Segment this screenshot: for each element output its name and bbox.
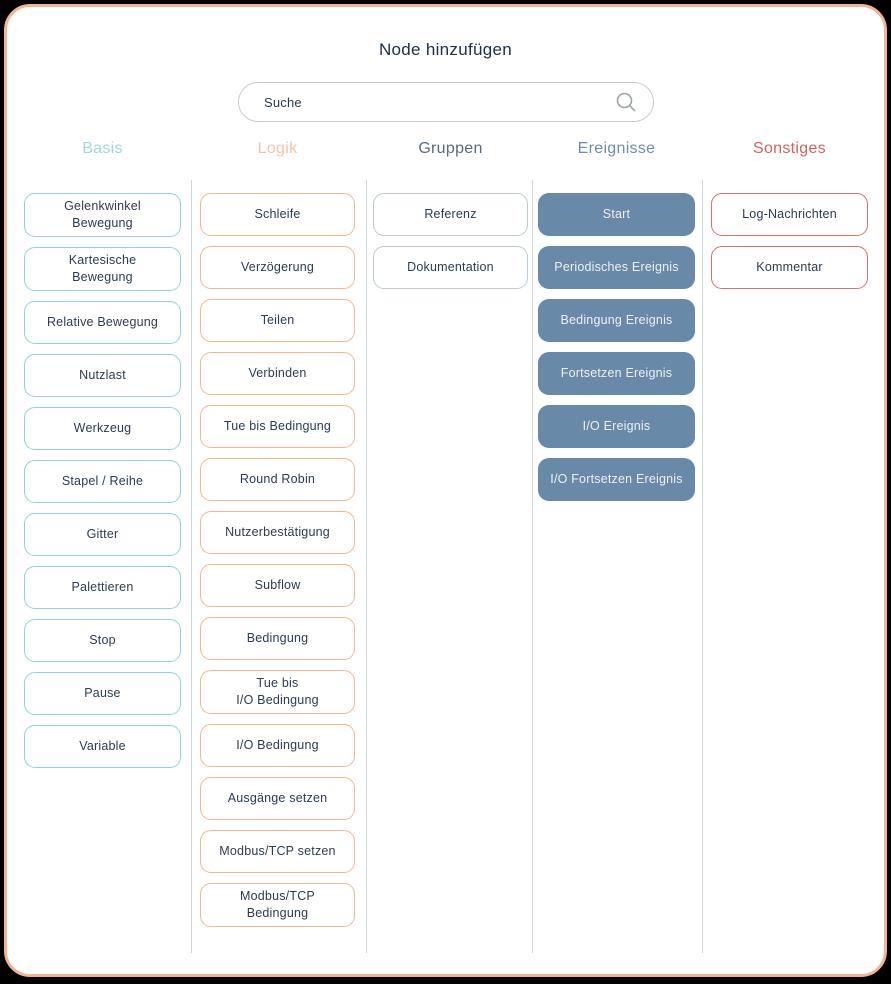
column-divider <box>366 180 367 953</box>
node-button-teilen[interactable]: Teilen <box>200 299 355 342</box>
node-button-stapel-reihe[interactable]: Stapel / Reihe <box>24 460 181 503</box>
bottom-edge <box>0 978 891 984</box>
category-header-gruppen: Gruppen <box>418 140 483 157</box>
node-button-gitter[interactable]: Gitter <box>24 513 181 556</box>
node-button-relative-bewegung[interactable]: Relative Bewegung <box>24 301 181 344</box>
category-header-ereignisse: Ereignisse <box>577 140 656 157</box>
node-button-modbus-tcp-setzen[interactable]: Modbus/TCP setzen <box>200 830 355 873</box>
category-header-basis: Basis <box>82 140 123 157</box>
node-button-tue-bis-i-o-bedingung[interactable]: Tue bis I/O Bedingung <box>200 670 355 714</box>
node-button-bedingung[interactable]: Bedingung <box>200 617 355 660</box>
node-button-werkzeug[interactable]: Werkzeug <box>24 407 181 450</box>
node-button-start[interactable]: Start <box>538 193 695 236</box>
node-button-stop[interactable]: Stop <box>24 619 181 662</box>
node-button-i-o-fortsetzen-ereignis[interactable]: I/O Fortsetzen Ereignis <box>538 458 695 501</box>
search-icon <box>616 92 636 112</box>
category-header-sonstiges: Sonstiges <box>753 140 826 157</box>
search-box <box>238 82 654 122</box>
node-button-kommentar[interactable]: Kommentar <box>711 246 868 289</box>
node-button-variable[interactable]: Variable <box>24 725 181 768</box>
node-button-kartesische-bewegung[interactable]: Kartesische Bewegung <box>24 247 181 291</box>
node-button-tue-bis-bedingung[interactable]: Tue bis Bedingung <box>200 405 355 448</box>
node-button-nutzlast[interactable]: Nutzlast <box>24 354 181 397</box>
node-button-log-nachrichten[interactable]: Log-Nachrichten <box>711 193 868 236</box>
node-button-i-o-ereignis[interactable]: I/O Ereignis <box>538 405 695 448</box>
dialog-title: Node hinzufügen <box>378 40 513 59</box>
node-button-verz-gerung[interactable]: Verzögerung <box>200 246 355 289</box>
node-button-i-o-bedingung[interactable]: I/O Bedingung <box>200 724 355 767</box>
node-button-pause[interactable]: Pause <box>24 672 181 715</box>
node-button-subflow[interactable]: Subflow <box>200 564 355 607</box>
node-button-referenz[interactable]: Referenz <box>373 193 528 236</box>
node-button-dokumentation[interactable]: Dokumentation <box>373 246 528 289</box>
node-button-verbinden[interactable]: Verbinden <box>200 352 355 395</box>
node-button-gelenkwinkel-bewegung[interactable]: Gelenkwinkel Bewegung <box>24 193 181 237</box>
node-button-modbus-tcp-bedingung[interactable]: Modbus/TCP Bedingung <box>200 883 355 927</box>
node-button-schleife[interactable]: Schleife <box>200 193 355 236</box>
node-button-ausg-nge-setzen[interactable]: Ausgänge setzen <box>200 777 355 820</box>
node-button-round-robin[interactable]: Round Robin <box>200 458 355 501</box>
column-divider <box>191 180 192 953</box>
category-header-logik: Logik <box>257 140 298 157</box>
column-divider <box>702 180 703 953</box>
node-button-palettieren[interactable]: Palettieren <box>24 566 181 609</box>
node-button-bedingung-ereignis[interactable]: Bedingung Ereignis <box>538 299 695 342</box>
node-button-nutzerbest-tigung[interactable]: Nutzerbestätigung <box>200 511 355 554</box>
column-divider <box>532 180 533 953</box>
node-button-periodisches-ereignis[interactable]: Periodisches Ereignis <box>538 246 695 289</box>
search-input[interactable] <box>239 94 615 110</box>
node-button-fortsetzen-ereignis[interactable]: Fortsetzen Ereignis <box>538 352 695 395</box>
